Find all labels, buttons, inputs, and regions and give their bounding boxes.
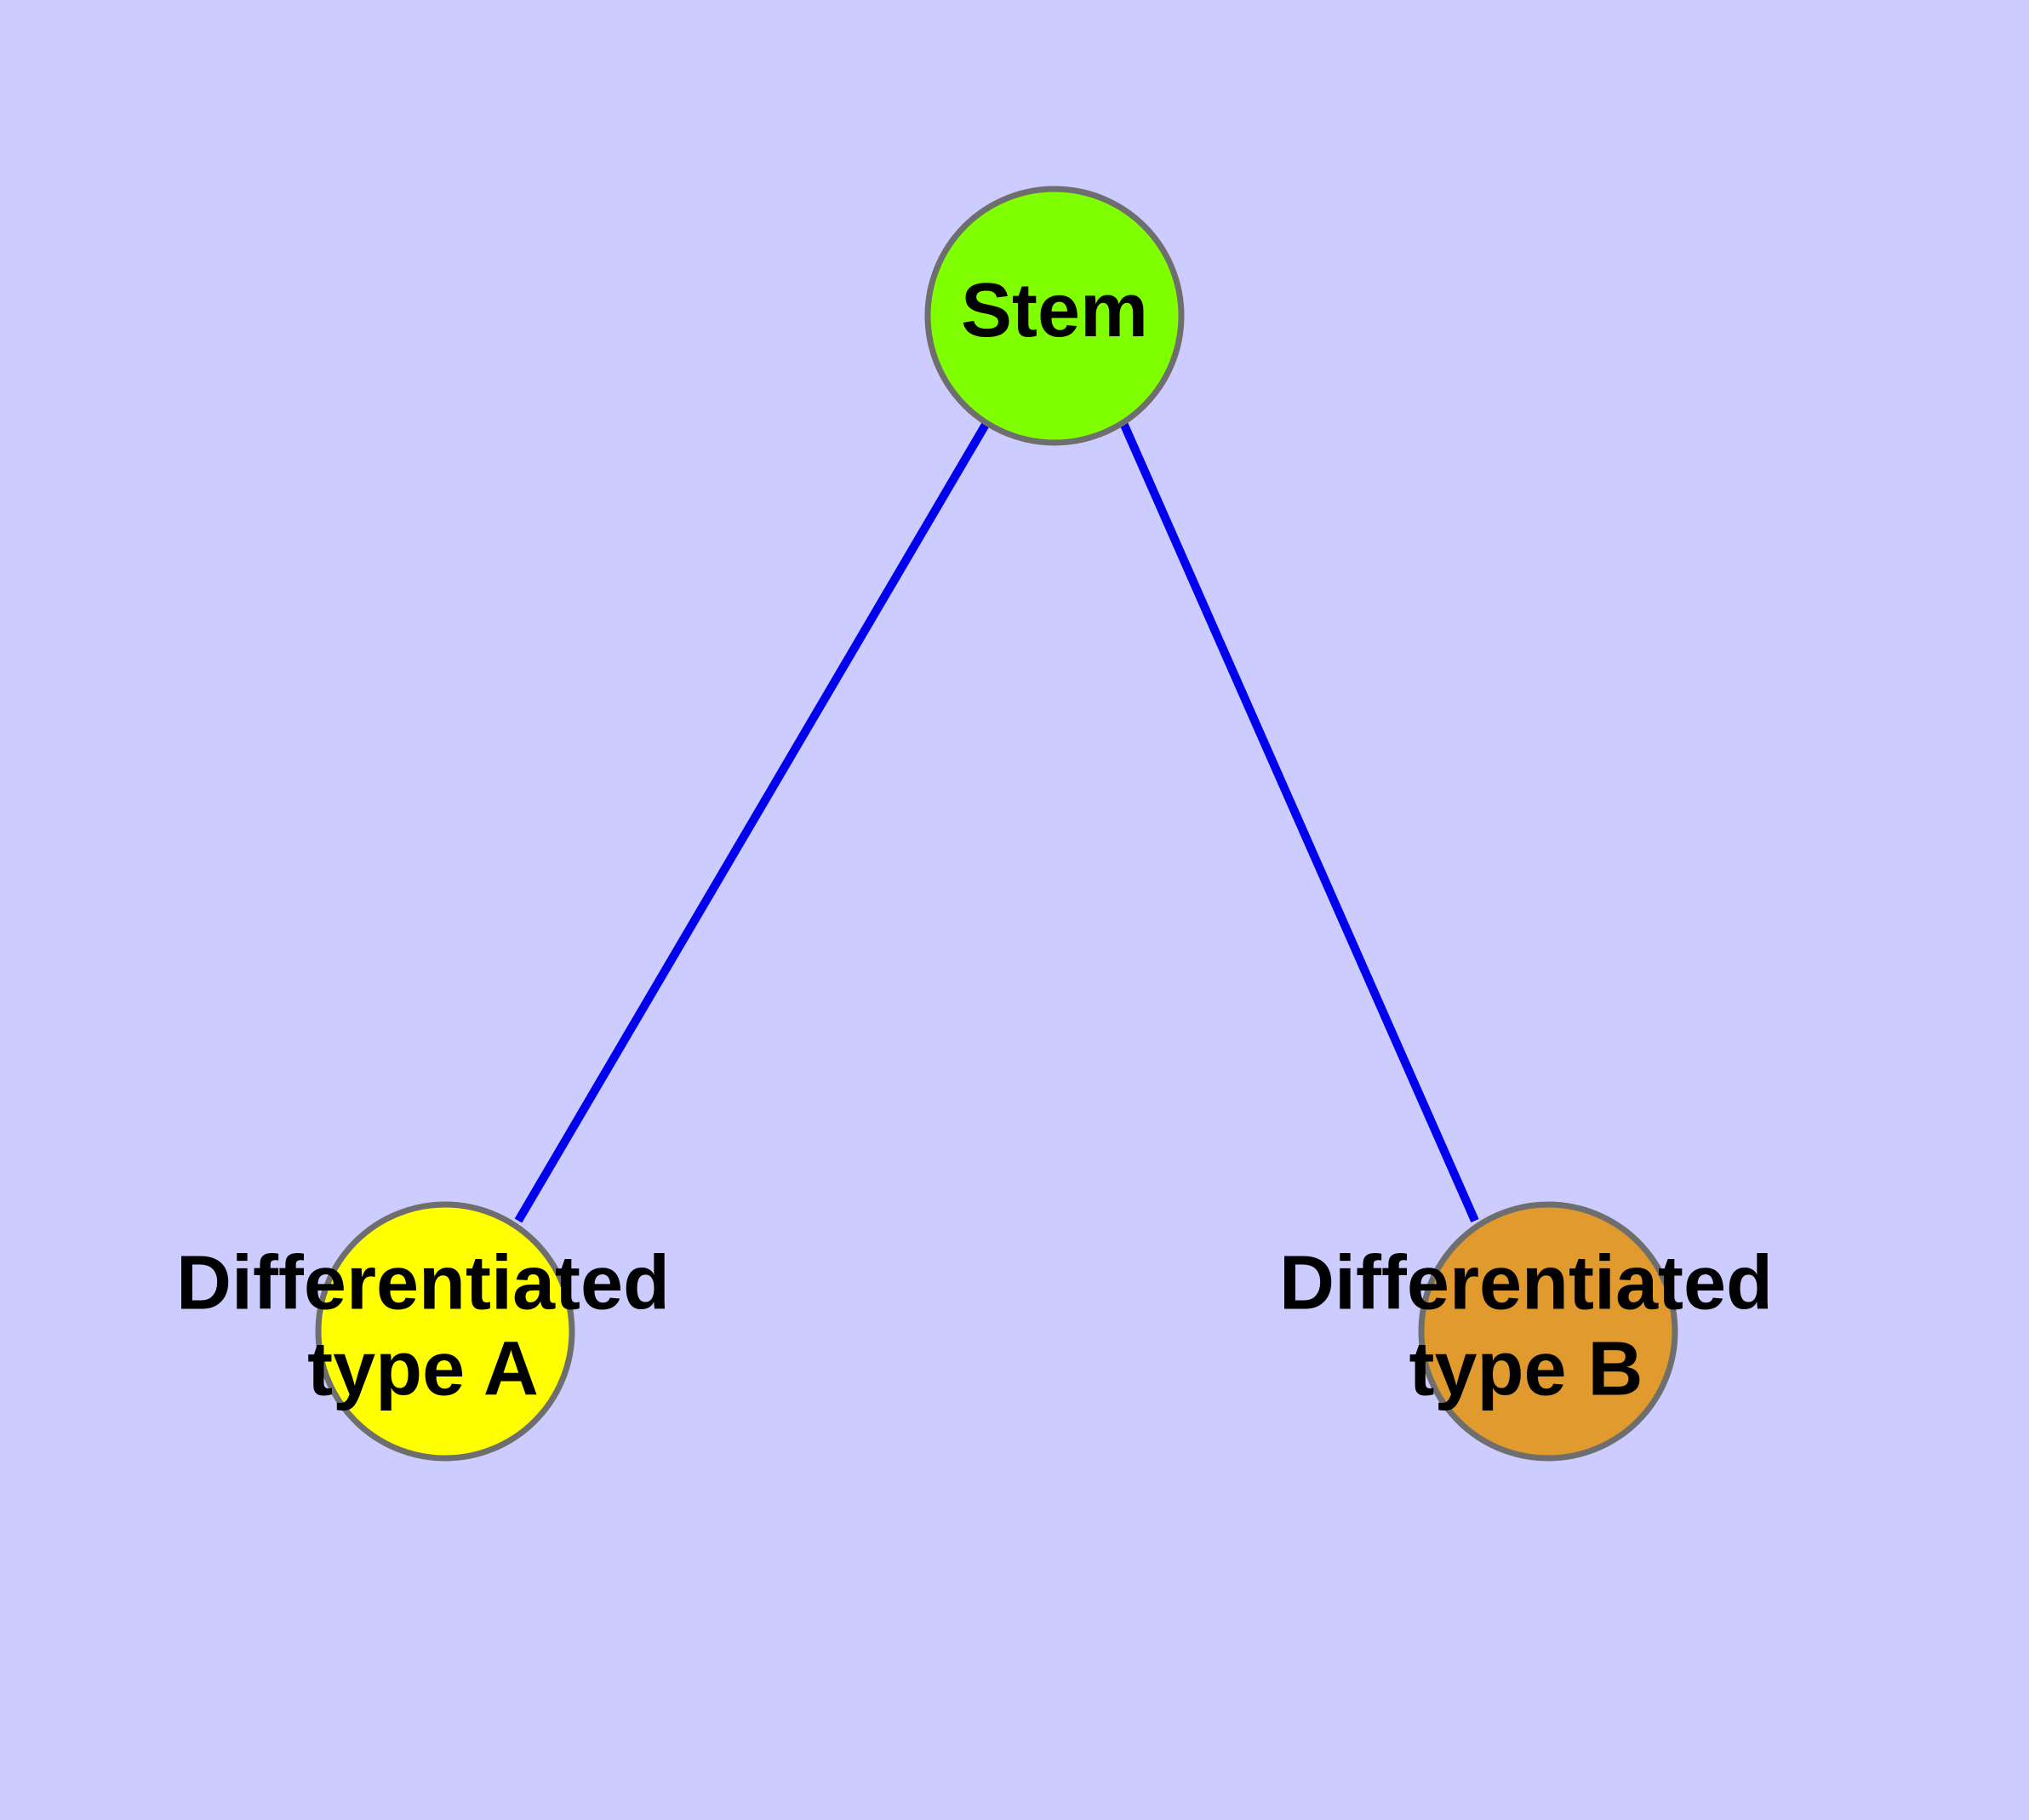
graph-node-label-line: Differentiated bbox=[1279, 1240, 1773, 1325]
graph-node-stem[interactable] bbox=[924, 186, 1185, 446]
edges-layer bbox=[514, 421, 1479, 1223]
graph-node-label-stem: Stem bbox=[961, 268, 1148, 353]
graph-edge-stem-to-diff-a[interactable] bbox=[514, 421, 991, 1223]
graph-node-label-line: type B bbox=[1409, 1326, 1643, 1411]
graph-node-label-line: type A bbox=[307, 1326, 539, 1411]
graph-node-label-line: Stem bbox=[961, 268, 1148, 353]
graph-edge-stem-to-diff-b[interactable] bbox=[1119, 421, 1479, 1223]
graph-node-diff-a[interactable] bbox=[315, 1201, 575, 1462]
graph-node-label-line: Differentiated bbox=[176, 1240, 670, 1325]
nodes-layer bbox=[315, 186, 1678, 1462]
graph-node-diff-b[interactable] bbox=[1418, 1201, 1678, 1462]
